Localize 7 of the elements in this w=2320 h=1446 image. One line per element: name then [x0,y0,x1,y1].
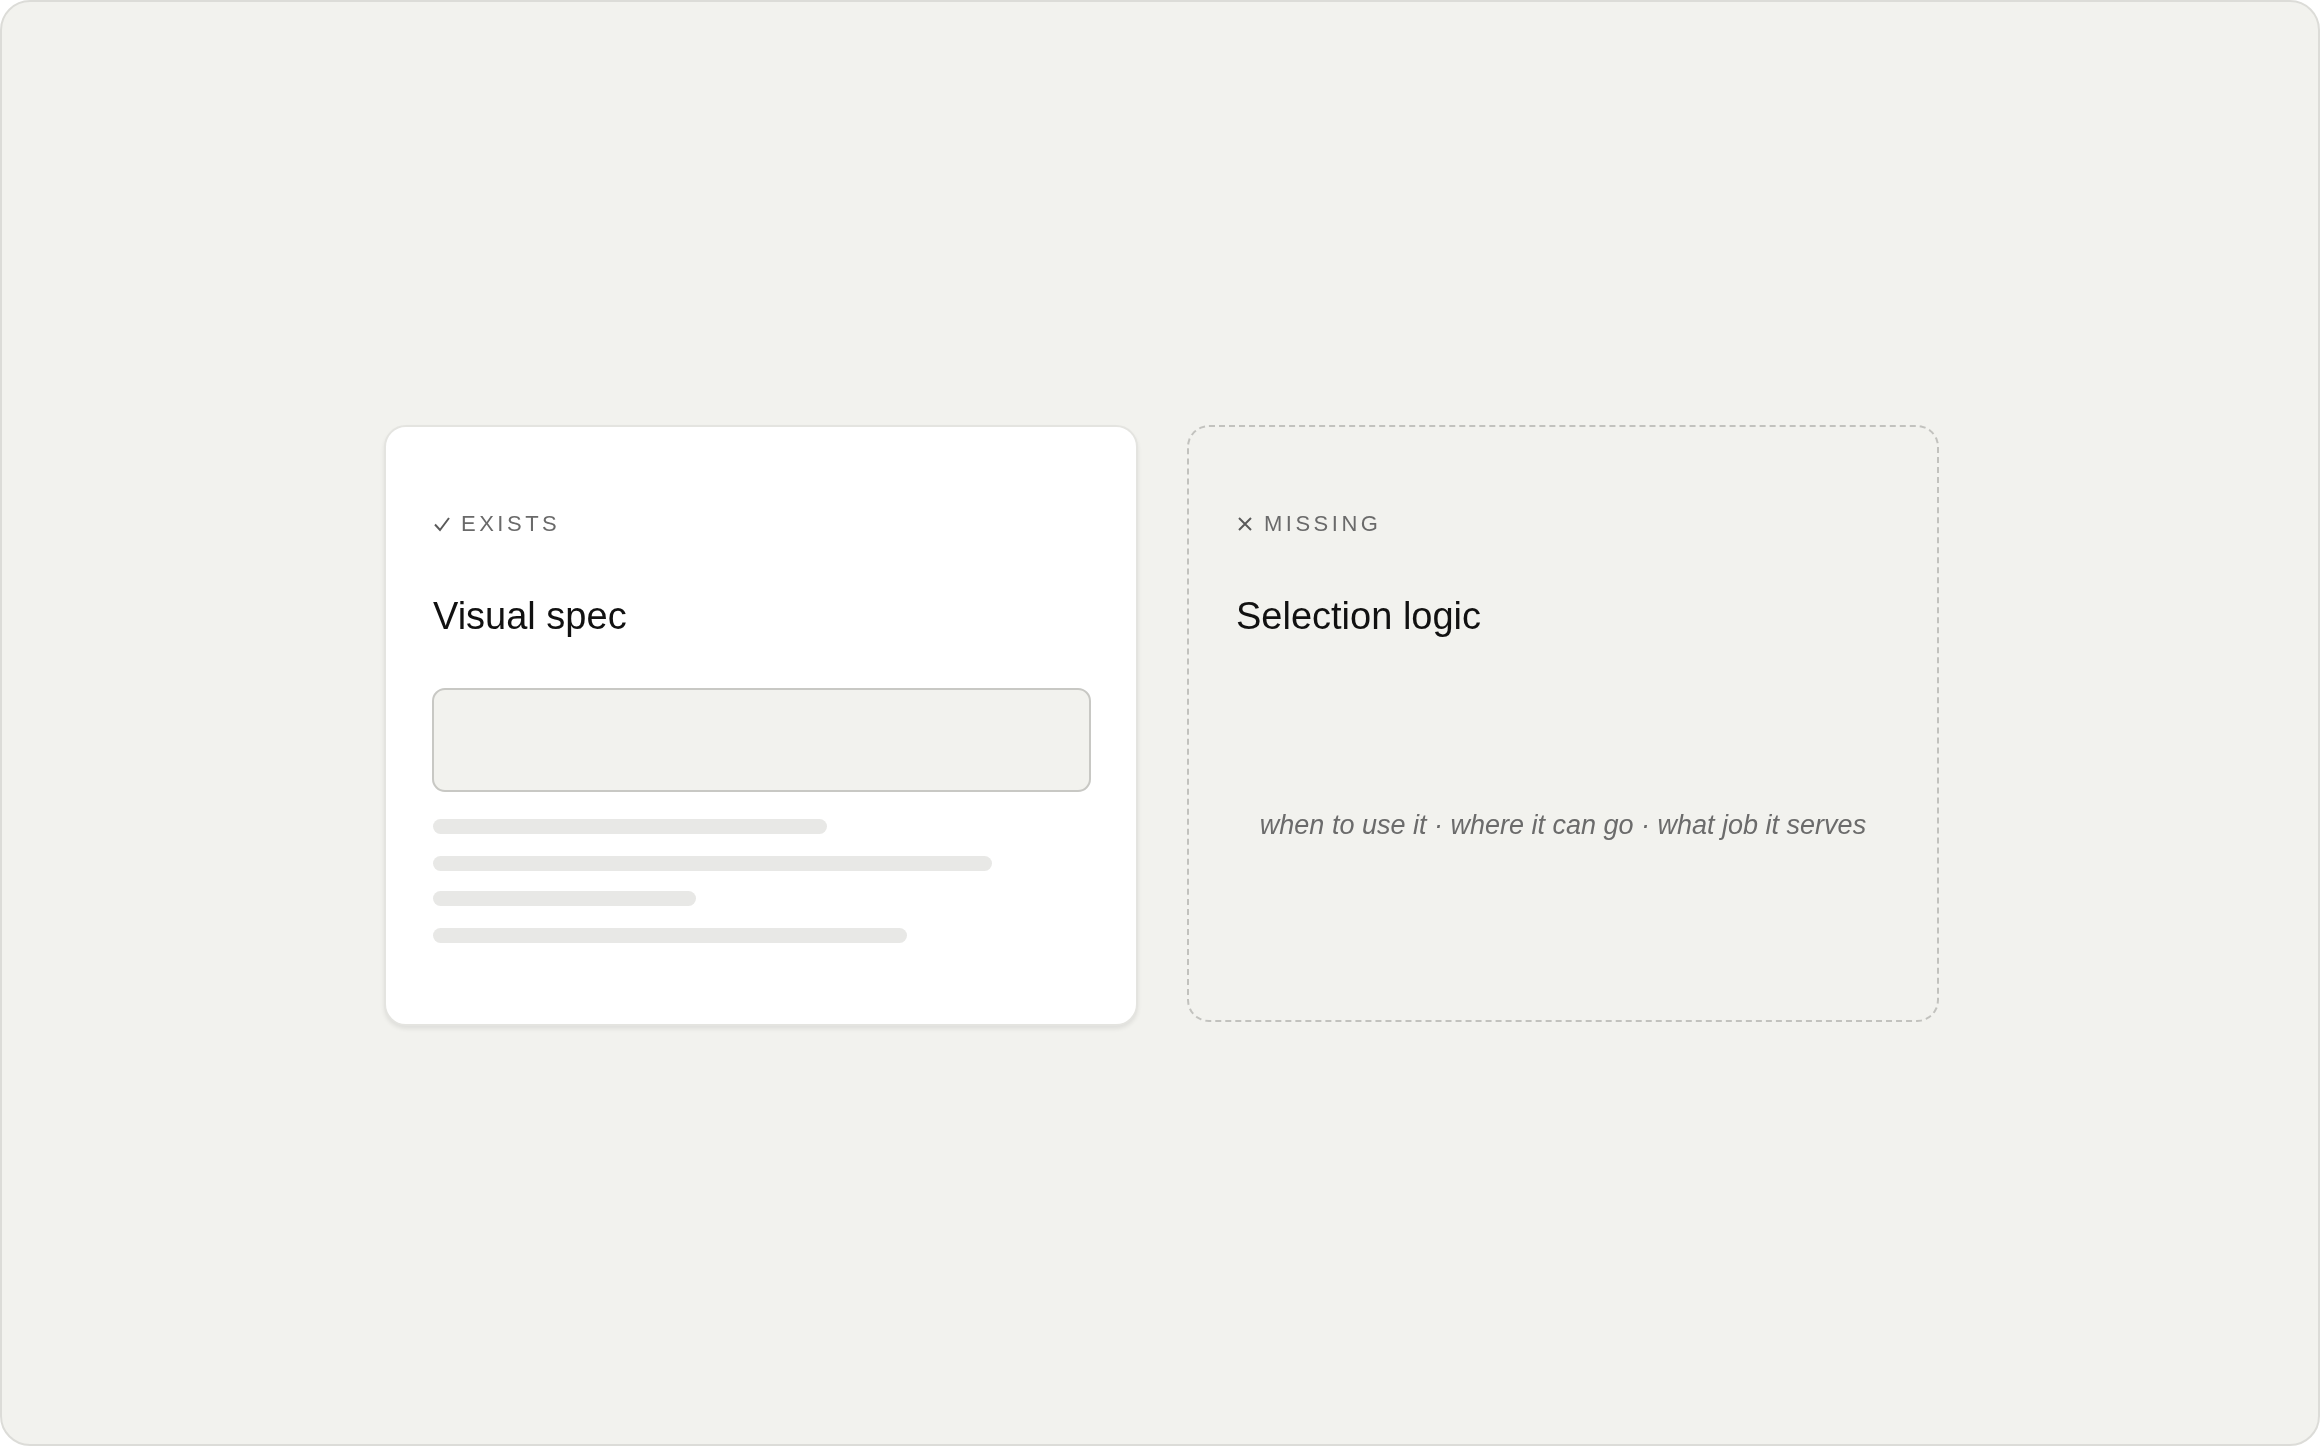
card-title: Selection logic [1236,595,1482,638]
placeholder-card [1187,425,1939,1022]
status-label: MISSING [1264,511,1382,537]
card [384,425,1138,1026]
status-label: EXISTS [461,511,561,537]
description-text: when to use it · where it can go · what job it serves [1258,810,1868,841]
card-title: Visual spec [433,595,627,638]
